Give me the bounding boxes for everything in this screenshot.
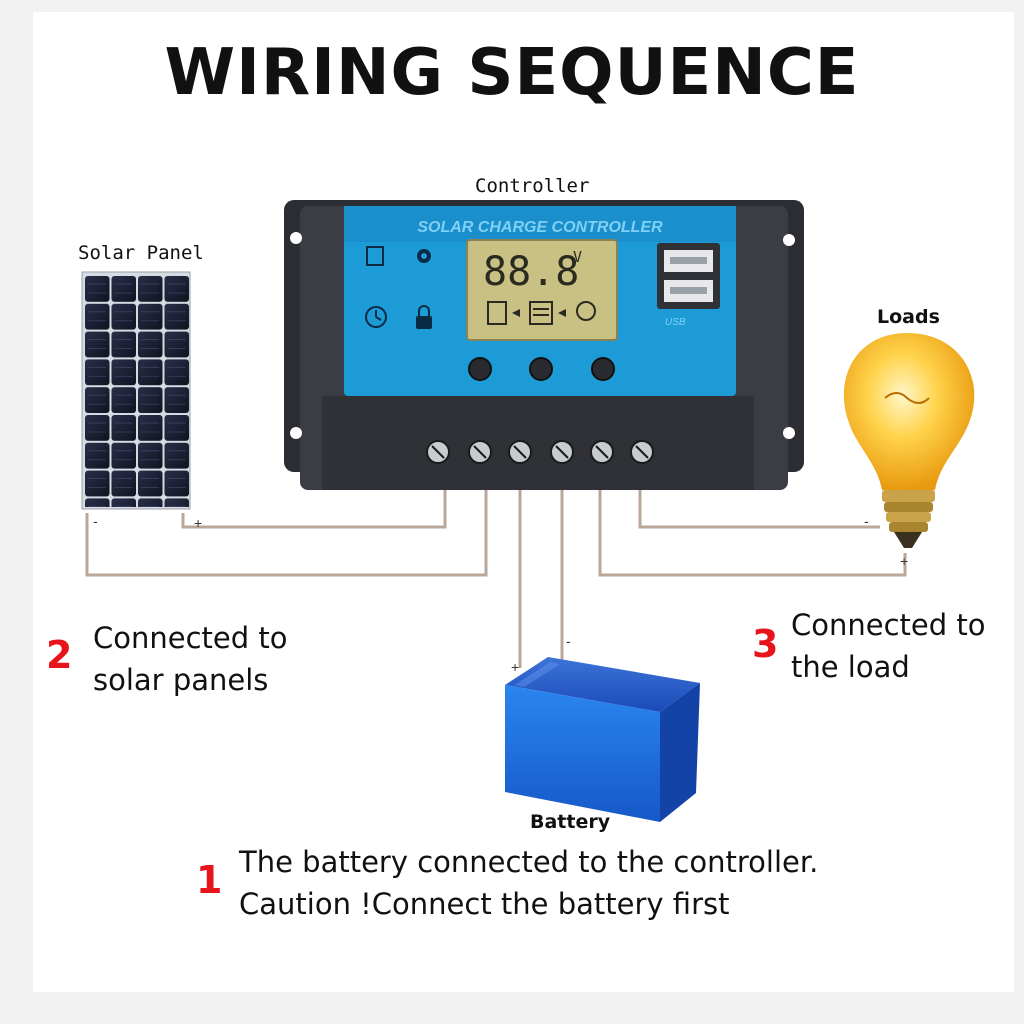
step-3-text: Connected to the load	[791, 604, 986, 688]
controller-buttons	[468, 357, 615, 381]
load-positive-wire	[598, 470, 907, 577]
mount-hole-icon	[290, 427, 302, 439]
mount-hole-icon	[290, 232, 302, 244]
solar-positive-wire	[181, 470, 447, 529]
battery-plus-mark: +	[511, 659, 519, 675]
solar-panel-label: Solar Panel	[78, 242, 204, 264]
battery-image	[505, 657, 700, 822]
menu-icon	[366, 246, 384, 266]
step-3-line2: the load	[791, 650, 910, 684]
step-2-line2: solar panels	[93, 663, 269, 697]
step-2-number: 2	[46, 633, 73, 677]
controller-banner: SOLAR CHARGE CONTROLLER	[417, 219, 663, 236]
load-plus-mark: +	[900, 553, 908, 569]
step-2-line1: Connected to	[93, 621, 288, 655]
step-3-line1: Connected to	[791, 608, 986, 642]
solar-negative-wire	[85, 470, 488, 577]
step-1-text: The battery connected to the controller.…	[239, 841, 818, 925]
lcd-screen	[466, 239, 618, 341]
load-minus-mark: -	[864, 513, 869, 529]
mount-hole-icon	[783, 234, 795, 246]
solar-panel-image	[81, 271, 191, 510]
battery-label: Battery	[530, 811, 611, 833]
controller-label: Controller	[475, 175, 590, 197]
clock-icon	[365, 306, 387, 328]
lock-icon	[416, 305, 432, 329]
loads-label: Loads	[877, 306, 940, 328]
lcd-value: 88.8	[483, 249, 579, 295]
step-1-number: 1	[196, 858, 223, 902]
figure-frame	[33, 12, 1014, 992]
usb-label: USB	[665, 317, 686, 328]
step-3-number: 3	[752, 622, 779, 666]
up-button[interactable]	[591, 357, 615, 381]
menu-button[interactable]	[468, 357, 492, 381]
gear-icon	[417, 249, 431, 263]
solar-minus-mark: -	[93, 513, 98, 529]
lcd-unit: V	[573, 248, 582, 266]
mount-hole-icon	[783, 427, 795, 439]
usb-port-icon	[657, 243, 720, 309]
lcd-flow-icon	[487, 301, 596, 325]
battery-minus-mark: -	[566, 633, 571, 649]
step-1-line1: The battery connected to the controller.	[239, 845, 819, 879]
step-2-text: Connected to solar panels	[93, 617, 288, 701]
controller-device: SOLAR CHARGE CONTROLLER 88.8 V	[284, 200, 804, 490]
light-bulb-image	[843, 333, 975, 548]
down-button[interactable]	[529, 357, 553, 381]
step-1-line2: Caution !Connect the battery first	[239, 887, 730, 921]
solar-plus-mark: +	[194, 515, 202, 531]
page-title: WIRING SEQUENCE	[164, 36, 860, 110]
